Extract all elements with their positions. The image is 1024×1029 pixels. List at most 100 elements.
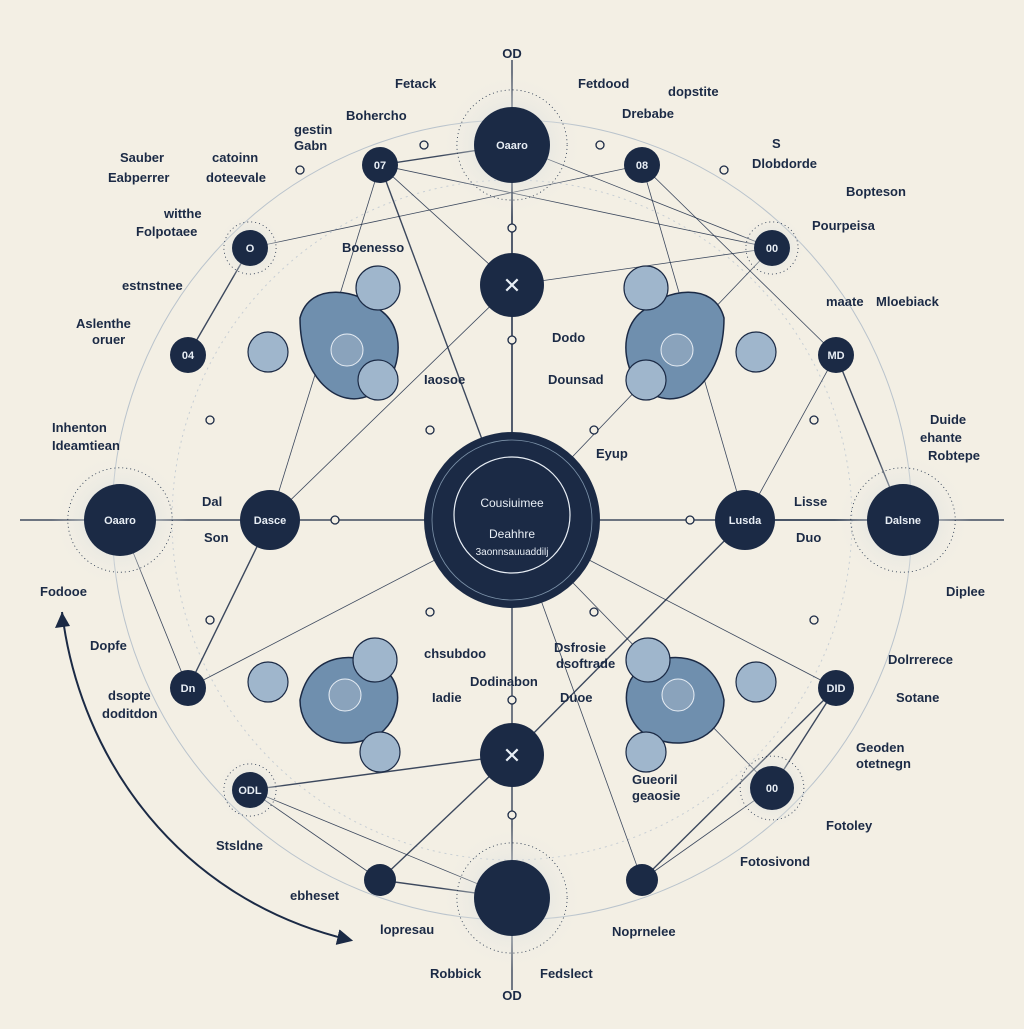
edge-line — [379, 164, 773, 249]
connector-dot — [589, 425, 599, 435]
label-robtepe: Robtepe — [928, 448, 980, 463]
node-left[interactable]: Dasce — [240, 490, 300, 550]
connector-dot — [425, 425, 435, 435]
asterisk-icon: ✕ — [503, 273, 521, 298]
node-label: 00 — [766, 783, 778, 795]
label-sotane: Sotane — [896, 690, 939, 705]
label-fetack: Fetack — [395, 76, 437, 91]
lower-hub-node[interactable]: ✕ — [480, 723, 544, 787]
upper-hub-node[interactable]: ✕ — [480, 253, 544, 317]
label-lopreseu: lopresau — [380, 922, 434, 937]
label-dopfe: Dopfe — [90, 638, 127, 653]
node-label: Dalsne — [885, 515, 921, 527]
node-right-mid-lower[interactable]: DID — [818, 670, 854, 706]
label-lisse: Lisse — [794, 494, 827, 509]
label-gestin: gestin — [294, 122, 332, 137]
label-estnstnee: estnstnee — [122, 278, 183, 293]
node-small[interactable] — [364, 864, 396, 896]
connector-dot — [330, 515, 340, 525]
node-upper-right[interactable]: 08 — [624, 147, 660, 183]
label-ehante: ehante — [920, 430, 962, 445]
label-catoinn: catoinn — [212, 150, 258, 165]
label-pourpeisa: Pourpeisa — [812, 218, 876, 233]
label-geoden: Geoden — [856, 740, 904, 755]
label-folpotaee: Folpotaee — [136, 224, 197, 239]
curved-arrow — [61, 611, 354, 945]
blob-cluster-lower-left — [247, 637, 401, 773]
node-far-left[interactable]: Oaaro — [51, 451, 189, 589]
label-duoe: Duoe — [560, 690, 593, 705]
edge-line — [269, 284, 513, 521]
label-diplee: Diplee — [946, 584, 985, 599]
node-upper-left-outer[interactable]: O — [215, 213, 285, 283]
node-label: Oaaro — [496, 140, 528, 152]
node-upper-right-outer[interactable]: 00 — [737, 213, 807, 283]
label-robbick: Robbick — [430, 966, 482, 981]
node-label: 08 — [636, 160, 648, 172]
node-label: Dasce — [254, 515, 286, 527]
label-fotoley: Fotoley — [826, 818, 873, 833]
connector-dot — [295, 165, 305, 175]
asterisk-icon: ✕ — [503, 743, 521, 768]
label-doptite: dopstite — [668, 84, 719, 99]
label-dlobdordo: Dlobdorde — [752, 156, 817, 171]
node-top[interactable]: Oaaro — [439, 72, 585, 218]
node-bottom-right[interactable]: 00 — [730, 746, 814, 830]
center-node[interactable]: Cousiuimee Deahhre 3aonnsauuaddilj — [424, 432, 600, 608]
connector-dot — [595, 140, 605, 150]
node-label: 07 — [374, 160, 386, 172]
node-upper-left[interactable]: 07 — [362, 147, 398, 183]
label-aslenthe: Aslenthe — [76, 316, 131, 331]
connector-dot — [809, 415, 819, 425]
blob-cluster-lower-right — [625, 637, 777, 773]
label-fedslect: Fedslect — [540, 966, 593, 981]
label-ideamtieaea: Ideamtiean — [52, 438, 120, 453]
connector-dot — [419, 140, 429, 150]
node-lower-left-outer[interactable]: ODL — [215, 755, 285, 825]
label-gabn: Gabn — [294, 138, 327, 153]
label-dodo: Dodo — [552, 330, 585, 345]
label-dsopte: dsopte — [108, 688, 151, 703]
label-dsfrosie: Dsfrosie — [554, 640, 606, 655]
label-son: Son — [204, 530, 229, 545]
label-fodooe: Fodooe — [40, 584, 87, 599]
node-small[interactable] — [626, 864, 658, 896]
label-otetnegn: otetnegn — [856, 756, 911, 771]
connector-dot — [425, 607, 435, 617]
node-bottom[interactable] — [439, 825, 585, 971]
label-duo: Duo — [796, 530, 821, 545]
connector-dot — [589, 607, 599, 617]
label-inhenton: Inhenton — [52, 420, 107, 435]
connector-dot — [719, 165, 729, 175]
node-right[interactable]: Lusda — [715, 490, 775, 550]
label-behercho: Bohercho — [346, 108, 407, 123]
label-dsoftrade: dsoftrade — [556, 656, 615, 671]
label-iaosoe: Iaosoe — [424, 372, 465, 387]
node-far-right[interactable]: Dalsne — [834, 451, 972, 589]
node-left-mid-lower[interactable]: Dn — [170, 670, 206, 706]
edge-line — [249, 164, 643, 249]
node-label: DID — [827, 683, 846, 695]
label-stsldne: Stsldne — [216, 838, 263, 853]
node-label: 00 — [766, 243, 778, 255]
connector-dot — [507, 695, 517, 705]
center-title-line1: Cousiuimee — [480, 496, 544, 510]
label-top-od: OD — [502, 46, 522, 61]
node-left-mid-upper[interactable]: 04 — [170, 337, 206, 373]
label-witthe: witthe — [163, 206, 202, 221]
label-dolditdon: doditdon — [102, 706, 158, 721]
node-right-mid-upper[interactable]: MD — [818, 337, 854, 373]
node-label: Lusda — [729, 515, 762, 527]
arrowhead-icon — [55, 612, 70, 628]
label-bottom-od: OD — [502, 988, 522, 1003]
edge-line — [511, 519, 746, 756]
label-ebheset: ebheset — [290, 888, 340, 903]
label-oruer: oruer — [92, 332, 125, 347]
label-dounsad: Dounsad — [548, 372, 604, 387]
connector-dot — [507, 223, 517, 233]
label-guesoril: Gueoril — [632, 772, 678, 787]
